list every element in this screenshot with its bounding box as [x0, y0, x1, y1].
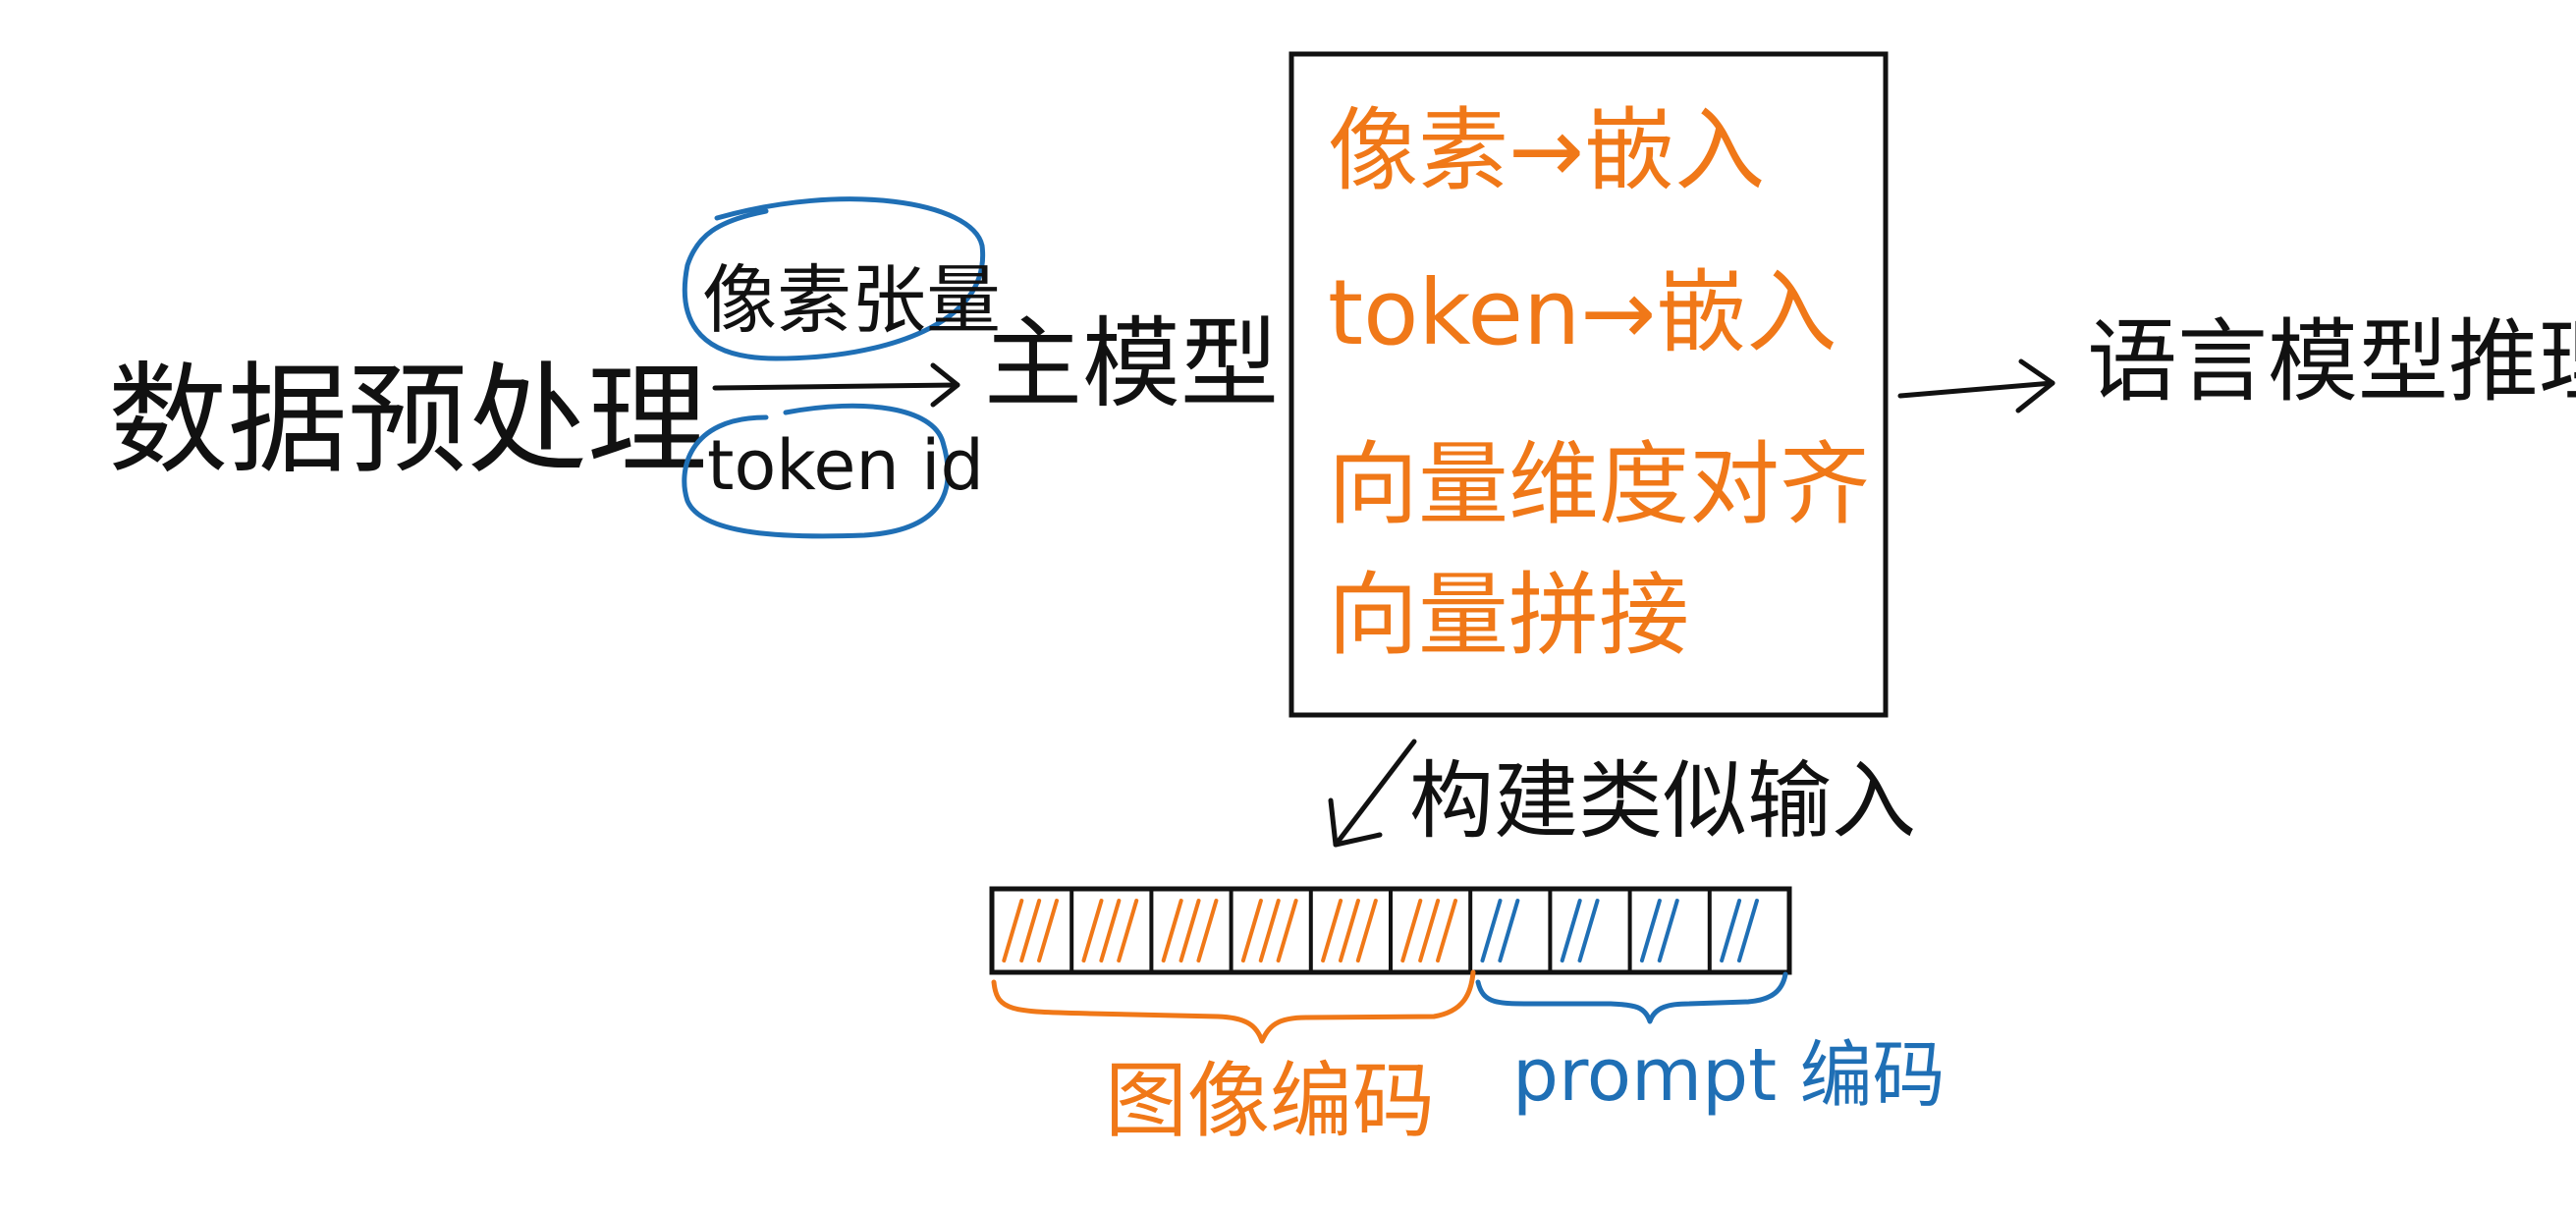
input-arrow-line — [712, 382, 960, 391]
token-id-label: token id — [707, 425, 984, 506]
prompt-token-hatch — [1560, 899, 1582, 962]
image-token-hatch — [1321, 899, 1343, 962]
pixel-tensor-oval — [682, 196, 986, 361]
sequence-cells — [1002, 889, 1759, 972]
prompt-token-hatch — [1720, 899, 1742, 962]
prompt-encoding-brace — [1475, 971, 1788, 1024]
main-model-label: 主模型 — [984, 306, 1279, 421]
output-arrow-line — [1897, 380, 2055, 399]
pixel-tensor-label: 像素张量 — [702, 256, 1001, 344]
image-token-hatch — [1436, 899, 1458, 962]
prompt-token-hatch — [1736, 899, 1759, 962]
construct-arrow-line — [1333, 739, 1417, 848]
image-token-hatch — [1196, 899, 1219, 962]
image-token-hatch — [1240, 899, 1263, 962]
prompt-encoding-label: prompt 编码 — [1512, 1033, 1946, 1118]
prompt-token-hatch — [1577, 899, 1600, 962]
lm-inference-label: 语言模型推理 — [2087, 309, 2576, 414]
box-line-pixel-embed: 像素→嵌入 — [1328, 98, 1765, 203]
box-line-token-embed: token→嵌入 — [1328, 260, 1836, 365]
image-token-hatch — [1099, 899, 1122, 962]
image-token-hatch — [1178, 899, 1201, 962]
output-arrow-head — [2015, 358, 2055, 413]
box-line-dim-align: 向量维度对齐 — [1328, 432, 1870, 537]
image-token-hatch — [1276, 899, 1298, 962]
box-line-concat: 向量拼接 — [1328, 563, 1689, 668]
image-token-hatch — [1019, 899, 1042, 962]
image-token-hatch — [1258, 899, 1281, 962]
image-token-hatch — [1338, 899, 1360, 962]
image-token-hatch — [1002, 899, 1024, 962]
construct-arrow-head — [1328, 798, 1383, 848]
input-arrow-head — [930, 362, 960, 408]
token-id-oval — [682, 403, 951, 539]
prompt-token-hatch — [1657, 899, 1679, 962]
model-box — [1288, 51, 1889, 718]
image-token-hatch — [1081, 899, 1104, 962]
image-token-hatch — [1355, 899, 1378, 962]
image-token-hatch — [1400, 899, 1423, 962]
image-encoding-label: 图像编码 — [1105, 1053, 1435, 1149]
prompt-token-hatch — [1498, 899, 1520, 962]
construct-label: 构建类似输入 — [1409, 752, 1916, 851]
image-token-hatch — [1117, 899, 1139, 962]
image-encoding-brace — [991, 969, 1476, 1044]
image-token-hatch — [1037, 899, 1060, 962]
prompt-token-hatch — [1639, 899, 1662, 962]
prompt-token-hatch — [1480, 899, 1503, 962]
preprocess-label: 数据预处理 — [108, 351, 707, 490]
image-token-hatch — [1161, 899, 1183, 962]
image-token-hatch — [1418, 899, 1441, 962]
